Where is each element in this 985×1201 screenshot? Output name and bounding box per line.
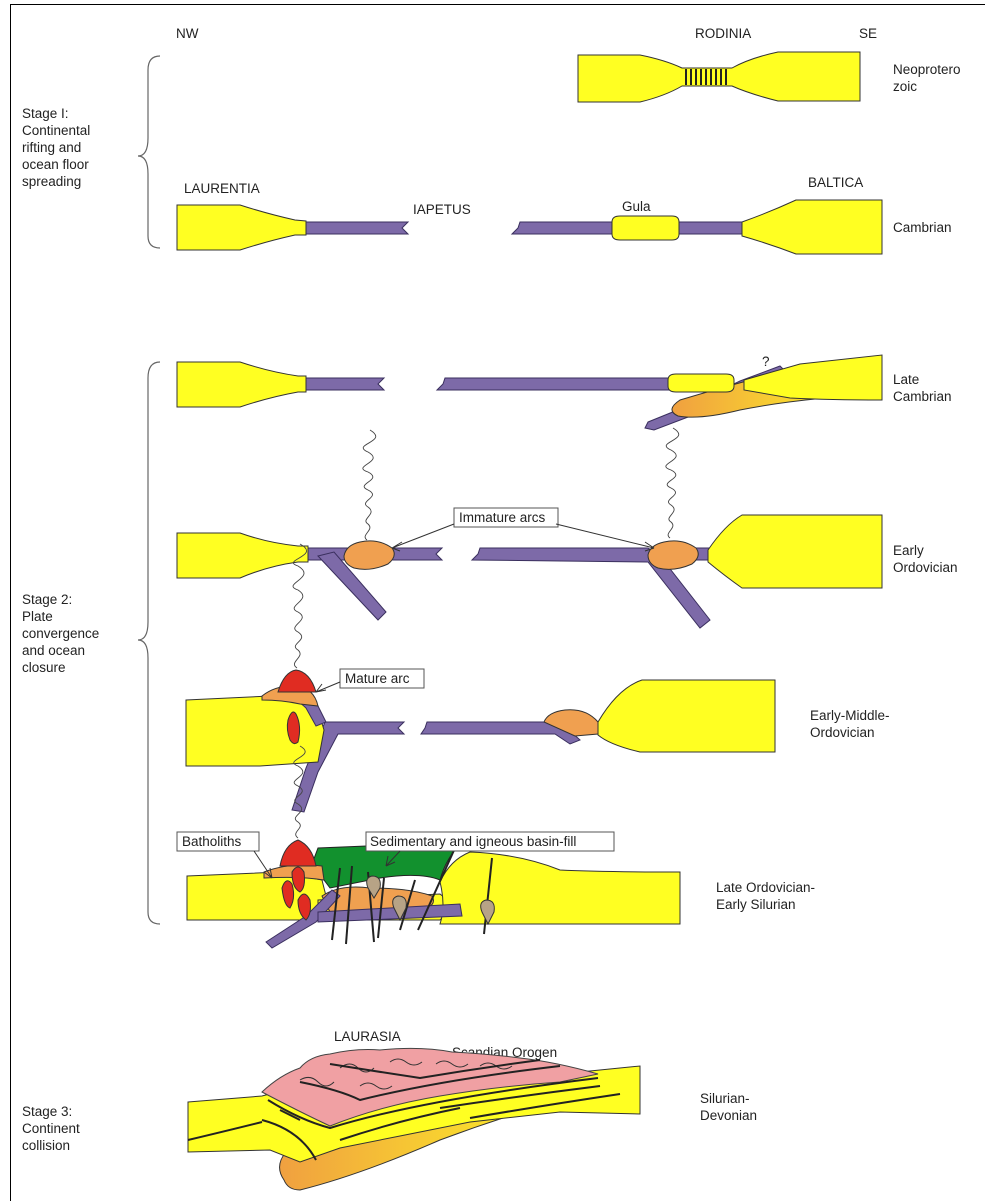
- rodinia-label: RODINIA: [695, 26, 751, 41]
- time-early-middle-ordovician: Early-Middle- Ordovician: [810, 708, 893, 740]
- laurentia-late-cambrian: [177, 362, 306, 407]
- iapetus-late-cambrian-west: [298, 378, 384, 390]
- rift-dikes: [686, 69, 726, 85]
- nw-label: NW: [176, 26, 199, 41]
- time-early-ordovician: Early Ordovician: [893, 543, 958, 575]
- volcanic-plume-east: [666, 428, 679, 538]
- svg-text:Immature arcs: Immature arcs: [459, 510, 546, 525]
- svg-text:Mature arc: Mature arc: [345, 671, 410, 686]
- iapetus-label: IAPETUS: [413, 202, 471, 217]
- baltica-early-middle-ordovician: [598, 680, 775, 752]
- immature-arcs-callout: Immature arcs: [392, 508, 654, 551]
- batholiths-callout: Batholiths: [177, 832, 272, 878]
- immature-arc-west: [344, 541, 394, 569]
- stage3-label: Stage 3: Continent collision: [22, 1104, 84, 1153]
- volcanic-plume-west: [363, 430, 376, 540]
- time-late-ordovician-early-silurian: Late Ordovician- Early Silurian: [716, 880, 819, 912]
- stage1-label: Stage I: Continental rifting and ocean f…: [22, 106, 94, 189]
- mature-arc-volcano: [278, 670, 316, 692]
- stage1-brace: [138, 56, 160, 248]
- time-late-cambrian: Late Cambrian: [893, 372, 952, 404]
- rodinia-continent: [578, 52, 860, 102]
- time-cambrian: Cambrian: [893, 220, 952, 235]
- laurentia-early-ordovician: [177, 533, 308, 578]
- mature-arc-callout: Mature arc: [316, 669, 424, 692]
- iapetus-late-cambrian-east: [437, 378, 680, 390]
- gula-terrane: [612, 216, 679, 240]
- gula-label: Gula: [622, 199, 651, 214]
- laurentia-cambrian: [177, 205, 306, 250]
- baltica-cambrian: [742, 200, 882, 254]
- laurasia-label: LAURASIA: [334, 1029, 401, 1044]
- baltica-early-ordovician: [708, 515, 882, 588]
- laurentia-early-middle-ordovician: [186, 696, 324, 766]
- svg-text:Sedimentary and igneous basin-: Sedimentary and igneous basin-fill: [370, 834, 576, 849]
- time-silurian-devonian: Silurian- Devonian: [700, 1091, 757, 1123]
- stage2-brace: [138, 362, 160, 924]
- baltica-label: BALTICA: [808, 175, 863, 190]
- baltica-late-ordovician: [440, 852, 680, 924]
- gula-late-cambrian: [668, 374, 734, 392]
- se-label: SE: [859, 26, 877, 41]
- stage2-label: Stage 2: Plate convergence and ocean clo…: [22, 592, 103, 675]
- time-neoproterozoic: Neoprotero zoic: [893, 62, 964, 94]
- immature-arc-east: [648, 541, 698, 569]
- iapetus-ocean-west: [296, 222, 408, 234]
- volcano-late-ordovician: [280, 840, 316, 866]
- svg-text:Batholiths: Batholiths: [182, 834, 242, 849]
- laurentia-label: LAURENTIA: [184, 181, 260, 196]
- question-mark: ?: [762, 354, 770, 369]
